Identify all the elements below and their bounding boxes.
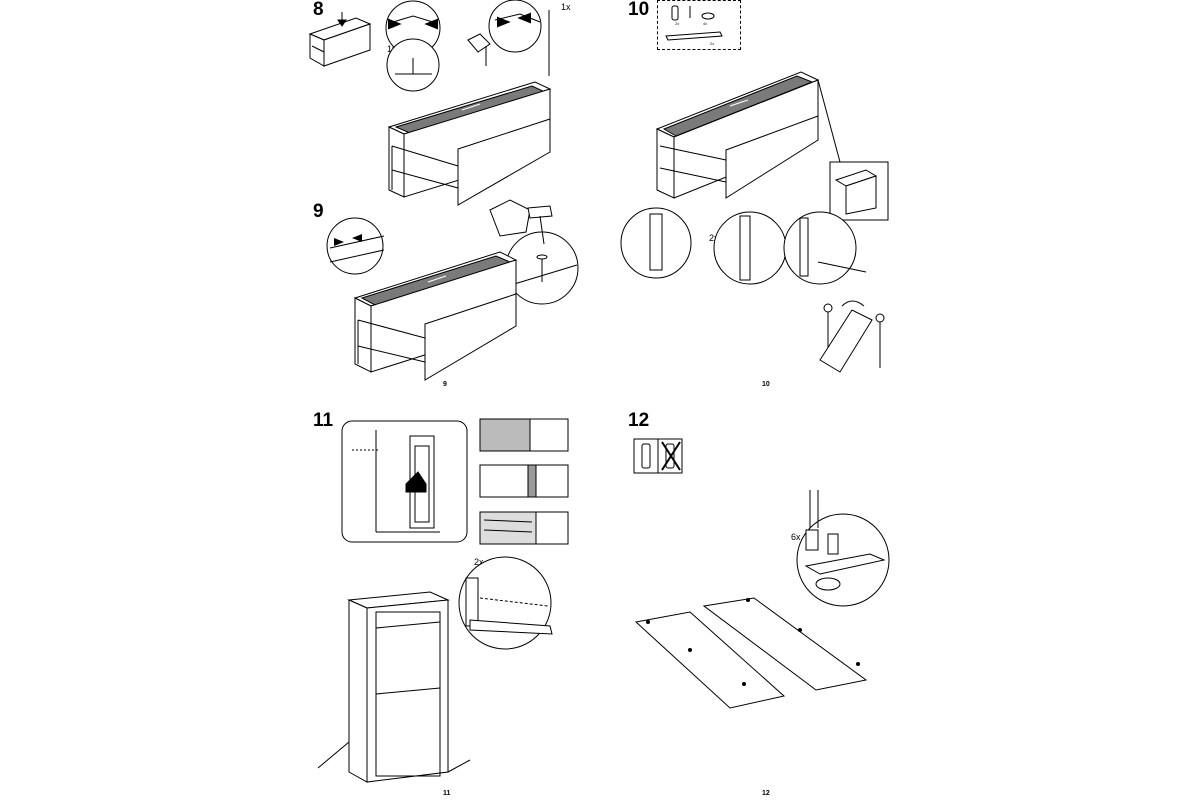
people-lifting [819, 300, 885, 373]
wardrobe [317, 591, 471, 783]
quantity-label: 1x [387, 44, 397, 54]
parts-label: 2x [710, 41, 715, 46]
parts-box: 2x 4x 2x [657, 0, 741, 50]
quantity-label: 6x [791, 532, 801, 542]
detail-circle [488, 0, 542, 53]
step-number: 10 [628, 0, 650, 20]
step-number: 8 [313, 0, 324, 20]
info-box [341, 420, 468, 543]
quantity-label: 2x [474, 557, 484, 567]
page-number: 11 [443, 790, 451, 797]
quantity-label: 2x [709, 233, 719, 243]
step-number: 11 [313, 410, 334, 431]
page-number: 10 [762, 381, 770, 388]
page-number: 12 [762, 790, 770, 797]
step-number: 9 [313, 201, 324, 222]
parts-label: 4x [703, 21, 708, 26]
quantity-label: 1x [561, 2, 571, 12]
door-panels [634, 597, 868, 709]
page-number: 9 [443, 381, 447, 388]
parts-icons [665, 5, 723, 41]
step-number: 12 [628, 410, 650, 431]
box-icon [308, 12, 372, 67]
parts-label: 2x [675, 21, 680, 26]
